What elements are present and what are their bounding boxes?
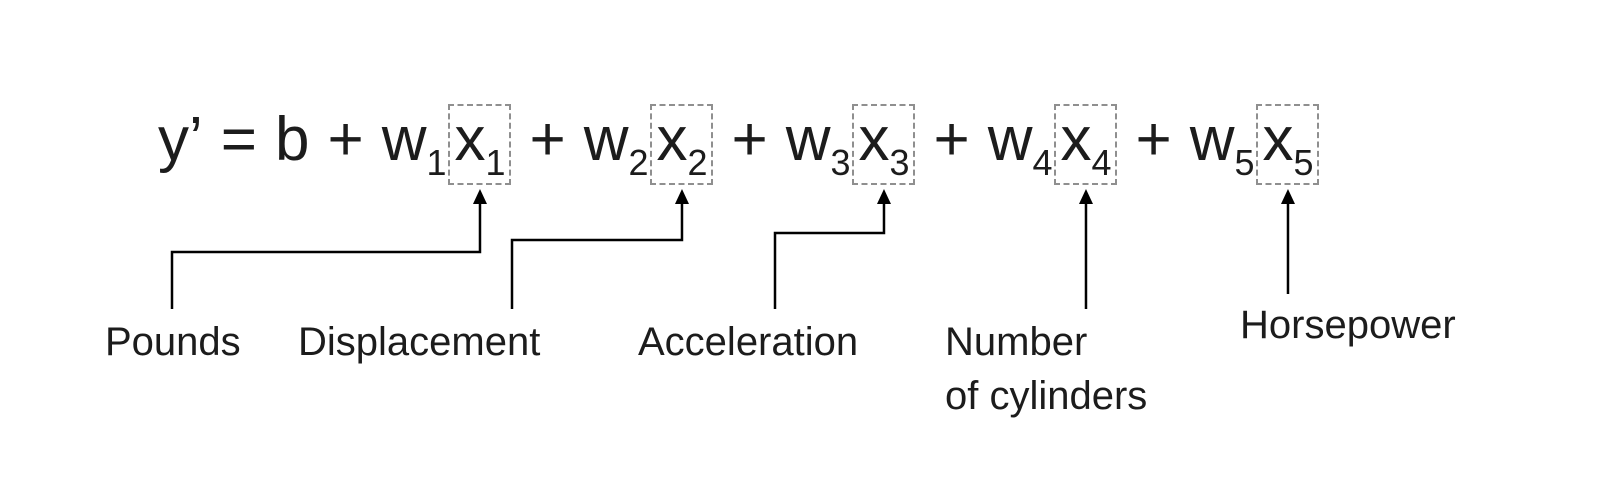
feature-box-4: x4 <box>1054 104 1118 186</box>
label-pounds: Pounds <box>105 315 241 369</box>
weight-subscript-1: 1 <box>426 142 447 184</box>
feature-subscript-3: 3 <box>889 142 910 184</box>
equals-sign: = <box>220 105 257 174</box>
label-pounds-text: Pounds <box>105 320 241 364</box>
feature-base-2: x <box>656 105 688 174</box>
arrowhead-1 <box>472 189 487 205</box>
weight-symbol-3: w3 <box>785 105 851 184</box>
plus-sign: + <box>731 105 768 174</box>
plus-sign: + <box>529 105 566 174</box>
arrowhead-2 <box>674 189 689 205</box>
output-symbol: y’ <box>158 105 203 174</box>
label-horsepower: Horsepower <box>1240 298 1456 352</box>
arrow-line-2 <box>510 201 684 309</box>
weight-symbol-4: w4 <box>987 105 1053 184</box>
weight-base-2: w <box>583 105 629 174</box>
term-1: w1 x1 <box>381 104 512 186</box>
arrow-line-3 <box>773 201 886 309</box>
weight-base-1: w <box>381 105 427 174</box>
feature-base-5: x <box>1262 105 1294 174</box>
weight-base-3: w <box>785 105 831 174</box>
weight-subscript-5: 5 <box>1234 142 1255 184</box>
plus-sign: + <box>1135 105 1172 174</box>
arrowhead-4 <box>1078 189 1093 205</box>
plus-sign: + <box>327 105 364 174</box>
term-4: w4 x4 <box>987 104 1118 186</box>
label-displacement-text: Displacement <box>298 320 541 364</box>
feature-box-1: x1 <box>448 104 512 186</box>
weight-symbol-1: w1 <box>381 105 447 184</box>
arrow-line-1 <box>170 201 482 309</box>
arrowhead-5 <box>1280 189 1295 205</box>
plus-sign: + <box>933 105 970 174</box>
weight-subscript-3: 3 <box>830 142 851 184</box>
label-displacement: Displacement <box>298 315 540 369</box>
label-acceleration-text: Acceleration <box>638 320 859 364</box>
feature-subscript-1: 1 <box>485 142 506 184</box>
label-horsepower-text: Horsepower <box>1240 303 1456 347</box>
label-number-of-cylinders: Number of cylinders <box>945 315 1147 423</box>
term-2: w2 x2 <box>583 104 714 186</box>
feature-base-4: x <box>1060 105 1092 174</box>
feature-base-3: x <box>858 105 890 174</box>
linear-model-equation: y’ = b + w1 x1 + w2 x2 + w3 x3 + w4 x4 +… <box>158 104 1320 186</box>
weight-symbol-2: w2 <box>583 105 649 184</box>
arrowhead-3 <box>876 189 891 205</box>
term-3: w3 x3 <box>785 104 916 186</box>
weight-subscript-4: 4 <box>1032 142 1053 184</box>
weight-base-5: w <box>1189 105 1235 174</box>
feature-subscript-2: 2 <box>687 142 708 184</box>
label-acceleration: Acceleration <box>638 315 858 369</box>
feature-box-2: x2 <box>650 104 714 186</box>
weight-symbol-5: w5 <box>1189 105 1255 184</box>
feature-box-5: x5 <box>1256 104 1320 186</box>
feature-subscript-4: 4 <box>1091 142 1112 184</box>
bias-symbol: b <box>275 105 310 174</box>
term-5: w5 x5 <box>1189 104 1320 186</box>
label-number-line-2: of cylinders <box>945 374 1148 418</box>
feature-base-1: x <box>454 105 486 174</box>
weight-base-4: w <box>987 105 1033 174</box>
weight-subscript-2: 2 <box>628 142 649 184</box>
feature-subscript-5: 5 <box>1293 142 1314 184</box>
label-number-line-1: Number <box>945 320 1088 364</box>
feature-box-3: x3 <box>852 104 916 186</box>
